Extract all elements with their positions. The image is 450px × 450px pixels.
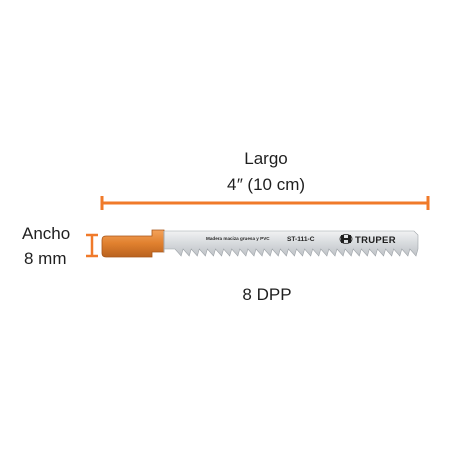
- blade-shank: [101, 229, 165, 258]
- length-inches: 4″: [226, 175, 244, 194]
- width-value: 8 mm: [24, 249, 67, 268]
- width-dimension-line: [86, 233, 98, 258]
- jigsaw-blade: Madera maciza gruesa y PVC ST-111-C TRUP…: [101, 229, 419, 258]
- length-value: 4″(10 cm): [0, 176, 450, 193]
- teeth-per-inch: 8 DPP: [242, 285, 292, 304]
- truper-logo: TRUPER: [339, 233, 396, 246]
- length-cm: (10 cm): [247, 175, 306, 194]
- length-dimension-line: [100, 196, 430, 210]
- blade-model-text: ST-111-C: [287, 236, 315, 243]
- truper-logo-text: TRUPER: [355, 235, 396, 246]
- blade-material-text: Madera maciza gruesa y PVC: [206, 236, 270, 241]
- blade-body: [163, 230, 419, 257]
- width-title: Ancho: [22, 224, 71, 243]
- length-title: Largo: [244, 149, 288, 168]
- truper-logo-mark: [339, 233, 353, 244]
